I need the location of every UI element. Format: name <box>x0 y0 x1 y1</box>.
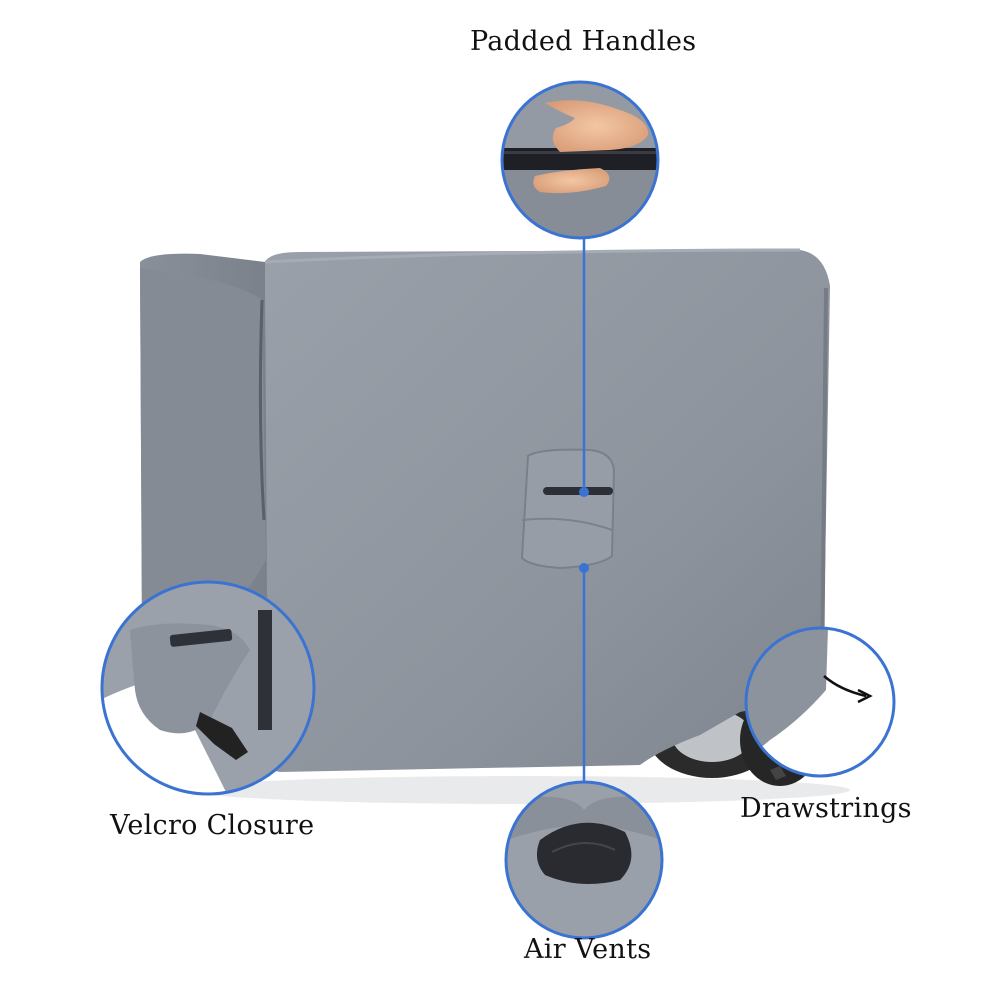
air-vents-label: Air Vents <box>524 934 652 965</box>
velcro-closure-label: Velcro Closure <box>110 810 315 841</box>
vents-callout <box>504 780 664 940</box>
hand-fingers <box>533 168 610 194</box>
drawstrings-label: Drawstrings <box>740 793 912 824</box>
drawstrings-callout <box>744 626 896 778</box>
vent-opening <box>536 822 632 884</box>
padded-handles-label: Padded Handles <box>470 26 697 57</box>
velcro-callout <box>100 580 316 796</box>
hand-upper <box>545 100 649 152</box>
cover-side-flap <box>140 268 266 643</box>
handle-pocket <box>520 448 616 570</box>
handles-callout <box>500 80 660 240</box>
ground-shadow <box>190 776 850 804</box>
